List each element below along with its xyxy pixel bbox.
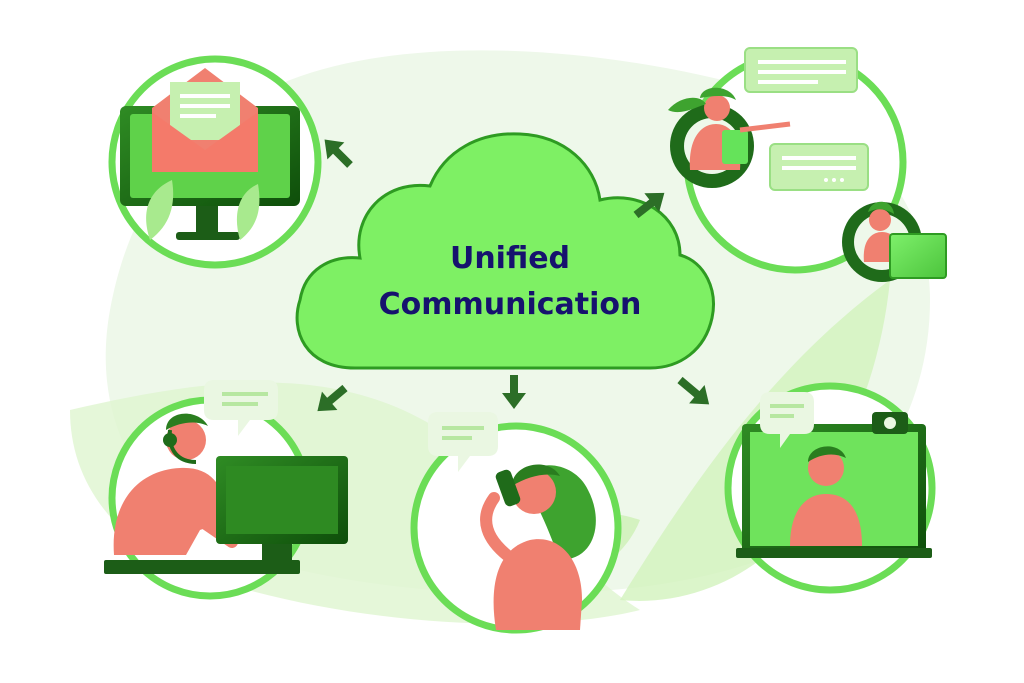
- cloud-shape: [295, 132, 715, 370]
- team-chat-icon: [668, 47, 947, 282]
- node-call-center: [104, 380, 348, 600]
- title-line-2: Communication: [378, 287, 642, 322]
- cloud-title: Unified Communication: [330, 236, 690, 328]
- video-call-icon: [736, 392, 932, 558]
- arrow-to-email-icon: [324, 139, 353, 168]
- arrow-to-video-call-icon: [677, 376, 710, 405]
- node-phone-call: [410, 412, 622, 634]
- phone-call-icon: [428, 412, 596, 630]
- connection-arrows: [317, 139, 710, 412]
- headset-agent-icon: [104, 380, 348, 574]
- arrow-to-chat-team-icon: [633, 192, 665, 219]
- node-email: [108, 55, 322, 269]
- arrow-to-call-center-icon: [317, 384, 348, 412]
- title-line-1: Unified: [449, 241, 571, 276]
- node-video-call: [724, 382, 936, 594]
- email-monitor-icon: [120, 68, 300, 240]
- arrow-to-phone-call-icon: [502, 375, 526, 409]
- node-chat-team: [668, 47, 947, 282]
